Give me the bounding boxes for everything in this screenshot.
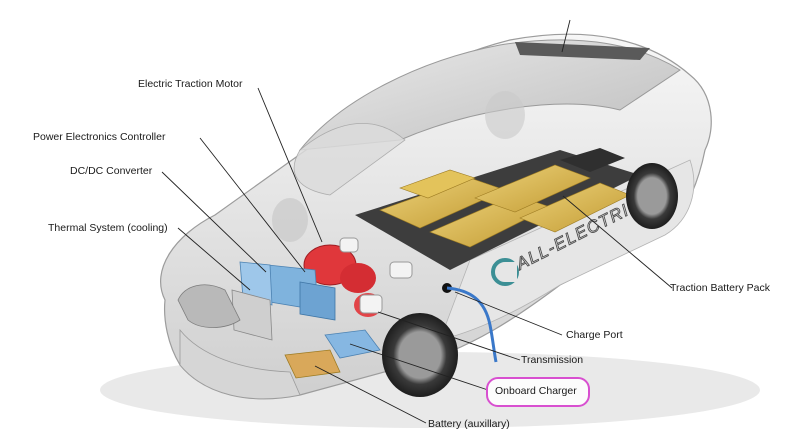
callout-electric-traction-motor: Electric Traction Motor — [138, 78, 243, 90]
callout-onboard-charger: Onboard Charger — [495, 385, 577, 397]
callout-thermal-system: Thermal System (cooling) — [48, 222, 168, 234]
front-left-wheel — [382, 313, 458, 397]
rear-glass — [515, 42, 650, 60]
front-right-wheel — [272, 198, 308, 242]
leader-lines — [161, 19, 673, 424]
front-bumper — [179, 328, 301, 400]
auxiliary-battery — [284, 349, 341, 379]
windshield — [293, 123, 406, 196]
callout-traction-battery-pack: Traction Battery Pack — [670, 282, 770, 294]
brand-logo-c-swoosh — [491, 258, 519, 286]
front-grille — [177, 284, 241, 328]
onboard-charger-unit — [324, 329, 381, 359]
rear-right-wheel — [626, 163, 678, 229]
rear-left-wheel — [485, 91, 525, 139]
callout-charge-port: Charge Port — [566, 329, 623, 341]
charge-cable — [446, 286, 498, 363]
callout-battery-auxiliary: Battery (auxillary) — [428, 418, 510, 430]
callout-dc-dc-converter: DC/DC Converter — [70, 165, 153, 177]
coolant-reservoirs — [339, 237, 413, 314]
callout-power-electronics-controller: Power Electronics Controller — [33, 131, 166, 143]
thermal-system — [231, 261, 273, 341]
traction-battery-modules — [379, 148, 631, 248]
callout-transmission: Transmission — [521, 354, 584, 366]
onboard-charger-highlight — [486, 377, 590, 407]
power-electronics-controller — [299, 281, 336, 321]
